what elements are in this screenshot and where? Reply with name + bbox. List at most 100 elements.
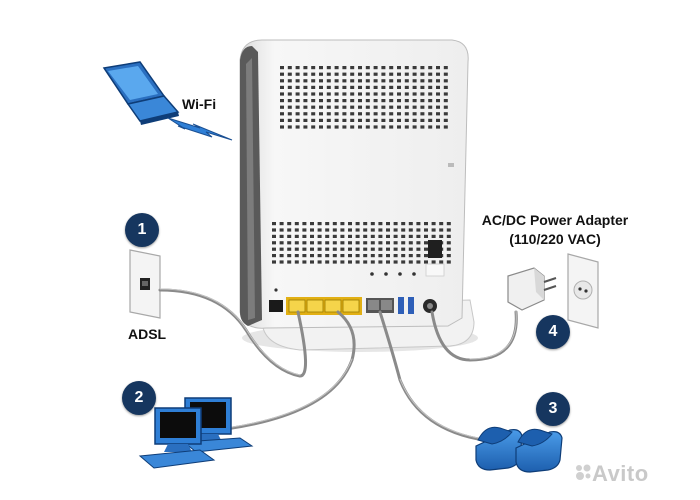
vent-slot bbox=[294, 222, 299, 226]
vent-slot bbox=[401, 234, 406, 238]
vent-slot bbox=[373, 105, 378, 109]
vent-slot bbox=[325, 247, 330, 251]
vent-slot bbox=[408, 241, 413, 245]
wifi-label: Wi-Fi bbox=[182, 96, 217, 112]
vent-slot bbox=[350, 79, 355, 83]
vent-slot bbox=[393, 254, 398, 258]
vent-slot bbox=[365, 85, 370, 89]
vent-slot bbox=[302, 254, 307, 258]
vent-slot bbox=[272, 234, 276, 238]
vent-slot bbox=[408, 228, 413, 232]
vent-slot bbox=[280, 118, 284, 122]
vent-slot bbox=[420, 125, 425, 129]
vent-slot bbox=[420, 105, 425, 109]
vent-slot bbox=[294, 247, 299, 251]
vent-slot bbox=[381, 99, 386, 103]
vent-slot bbox=[342, 66, 347, 70]
vent-slot bbox=[350, 112, 355, 116]
desktop-computers-icon bbox=[138, 397, 254, 469]
vent-slot bbox=[317, 228, 322, 232]
vent-slot bbox=[404, 92, 409, 96]
vent-slot bbox=[319, 105, 323, 109]
vent-slot bbox=[381, 112, 386, 116]
vent-slot bbox=[428, 105, 433, 109]
vent-slot bbox=[311, 99, 316, 103]
vent-slot bbox=[373, 85, 378, 89]
vent-slot bbox=[428, 99, 433, 103]
vent-slot bbox=[332, 254, 337, 258]
vent-slot bbox=[348, 234, 352, 238]
vent-slot bbox=[431, 260, 436, 264]
vent-slot bbox=[397, 99, 401, 103]
vent-slot bbox=[436, 66, 440, 70]
vent-slot bbox=[420, 85, 425, 89]
vent-slot bbox=[412, 125, 417, 129]
vent-slot bbox=[443, 118, 448, 122]
vent-slot bbox=[326, 112, 331, 116]
vent-slot bbox=[302, 228, 307, 232]
vent-slot bbox=[355, 241, 360, 245]
vent-slot bbox=[287, 85, 292, 89]
vent-slot bbox=[412, 112, 417, 116]
vent-slot bbox=[287, 247, 292, 251]
vent-slot bbox=[310, 241, 314, 245]
vent-slot bbox=[370, 228, 375, 232]
vent-slot bbox=[365, 125, 370, 129]
vent-slot bbox=[365, 99, 370, 103]
vent-slot bbox=[358, 92, 362, 96]
wall-phone-jack-icon bbox=[129, 249, 161, 319]
vent-slot bbox=[295, 112, 300, 116]
vent-slot bbox=[350, 99, 355, 103]
vent-slot bbox=[420, 92, 425, 96]
vent-slot bbox=[389, 85, 394, 89]
vent-slot bbox=[443, 125, 448, 129]
vent-slot bbox=[287, 260, 292, 264]
vent-slot bbox=[412, 72, 417, 76]
vent-slot bbox=[420, 112, 425, 116]
vent-slot bbox=[294, 234, 299, 238]
vent-slot bbox=[334, 125, 339, 129]
vent-slot bbox=[393, 234, 398, 238]
vent-slot bbox=[334, 66, 339, 70]
router-device bbox=[239, 39, 469, 329]
vent-slot bbox=[389, 66, 394, 70]
vent-slot bbox=[355, 228, 360, 232]
vent-slot bbox=[389, 72, 394, 76]
vent-slot bbox=[332, 260, 337, 264]
vent-slot bbox=[325, 254, 330, 258]
vent-slot bbox=[370, 222, 375, 226]
vent-slot bbox=[428, 66, 433, 70]
laptop-icon bbox=[102, 61, 180, 125]
vent-slot bbox=[303, 79, 308, 83]
vent-slot bbox=[311, 118, 316, 122]
vent-slot bbox=[446, 222, 451, 226]
vent-slot bbox=[439, 234, 444, 238]
vent-slot bbox=[287, 241, 292, 245]
vent-slot bbox=[358, 85, 362, 89]
vent-slot bbox=[279, 254, 284, 258]
vent-slot bbox=[397, 72, 401, 76]
vent-slot bbox=[428, 72, 433, 76]
usb-ports bbox=[398, 297, 414, 314]
vent-slot bbox=[358, 72, 362, 76]
vent-slot bbox=[431, 234, 436, 238]
vent-slot bbox=[424, 234, 428, 238]
vent-slot bbox=[311, 72, 316, 76]
vent-slot bbox=[381, 79, 386, 83]
vent-slot bbox=[350, 105, 355, 109]
vent-slot bbox=[358, 99, 362, 103]
vent-slot bbox=[302, 241, 307, 245]
lan-ports bbox=[286, 297, 362, 315]
vent-slot bbox=[389, 99, 394, 103]
vent-slot bbox=[272, 222, 276, 226]
vent-slot bbox=[326, 99, 331, 103]
vent-slot bbox=[319, 72, 323, 76]
vent-slot bbox=[287, 228, 292, 232]
vent-slot bbox=[326, 105, 331, 109]
vent-slot bbox=[404, 85, 409, 89]
vent-slot bbox=[381, 118, 386, 122]
vent-slot bbox=[319, 66, 323, 70]
vent-slot bbox=[319, 92, 323, 96]
avito-logo-icon bbox=[576, 464, 591, 480]
wall-outlet-icon bbox=[567, 253, 599, 329]
